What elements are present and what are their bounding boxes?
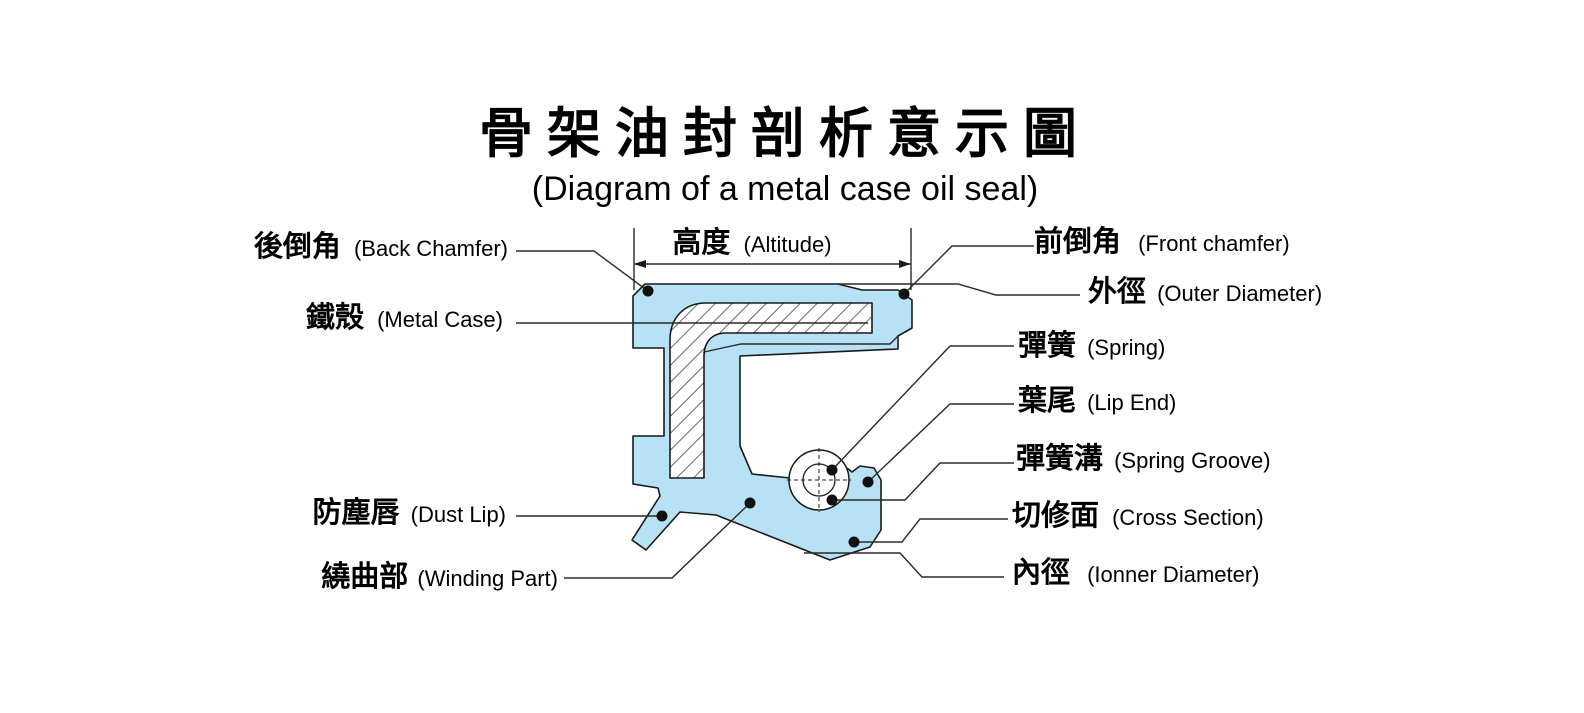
lip-end-marker bbox=[862, 476, 874, 488]
spring-marker bbox=[826, 464, 838, 476]
outer-diameter-label: 外徑 (Outer Diameter) bbox=[1088, 274, 1322, 308]
inner-diameter-label: 內徑 (Ionner Diameter) bbox=[1012, 555, 1260, 589]
dust-lip-marker bbox=[656, 510, 668, 522]
lip-end-label: 葉尾 (Lip End) bbox=[1017, 383, 1176, 417]
back-chamfer-marker bbox=[642, 285, 654, 297]
altitude-label: 高度 (Altitude) bbox=[672, 225, 831, 259]
spring-groove-marker bbox=[826, 494, 838, 506]
spring-groove-label: 彈簧溝 (Spring Groove) bbox=[1016, 441, 1271, 475]
spring-label: 彈簧 (Spring) bbox=[1018, 328, 1165, 362]
winding-part-label: 繞曲部 (Winding Part) bbox=[321, 559, 558, 593]
metal-case-label: 鐵殼 (Metal Case) bbox=[306, 300, 503, 334]
cross-section-marker bbox=[848, 536, 860, 548]
front-chamfer-label: 前倒角 (Front chamfer) bbox=[1034, 224, 1290, 258]
metal-case-section bbox=[669, 302, 873, 479]
dust-lip-label: 防塵唇 (Dust Lip) bbox=[313, 495, 506, 529]
back-chamfer-label: 後倒角 (Back Chamfer) bbox=[254, 229, 508, 263]
winding-part-marker bbox=[744, 497, 756, 509]
cross-section-label: 切修面 (Cross Section) bbox=[1012, 498, 1264, 532]
title-chinese: 骨架油封剖析意示圖 bbox=[479, 102, 1091, 165]
altitude-dimension bbox=[633, 228, 912, 290]
front-chamfer-marker bbox=[898, 288, 910, 300]
title-english: (Diagram of a metal case oil seal) bbox=[532, 170, 1038, 208]
